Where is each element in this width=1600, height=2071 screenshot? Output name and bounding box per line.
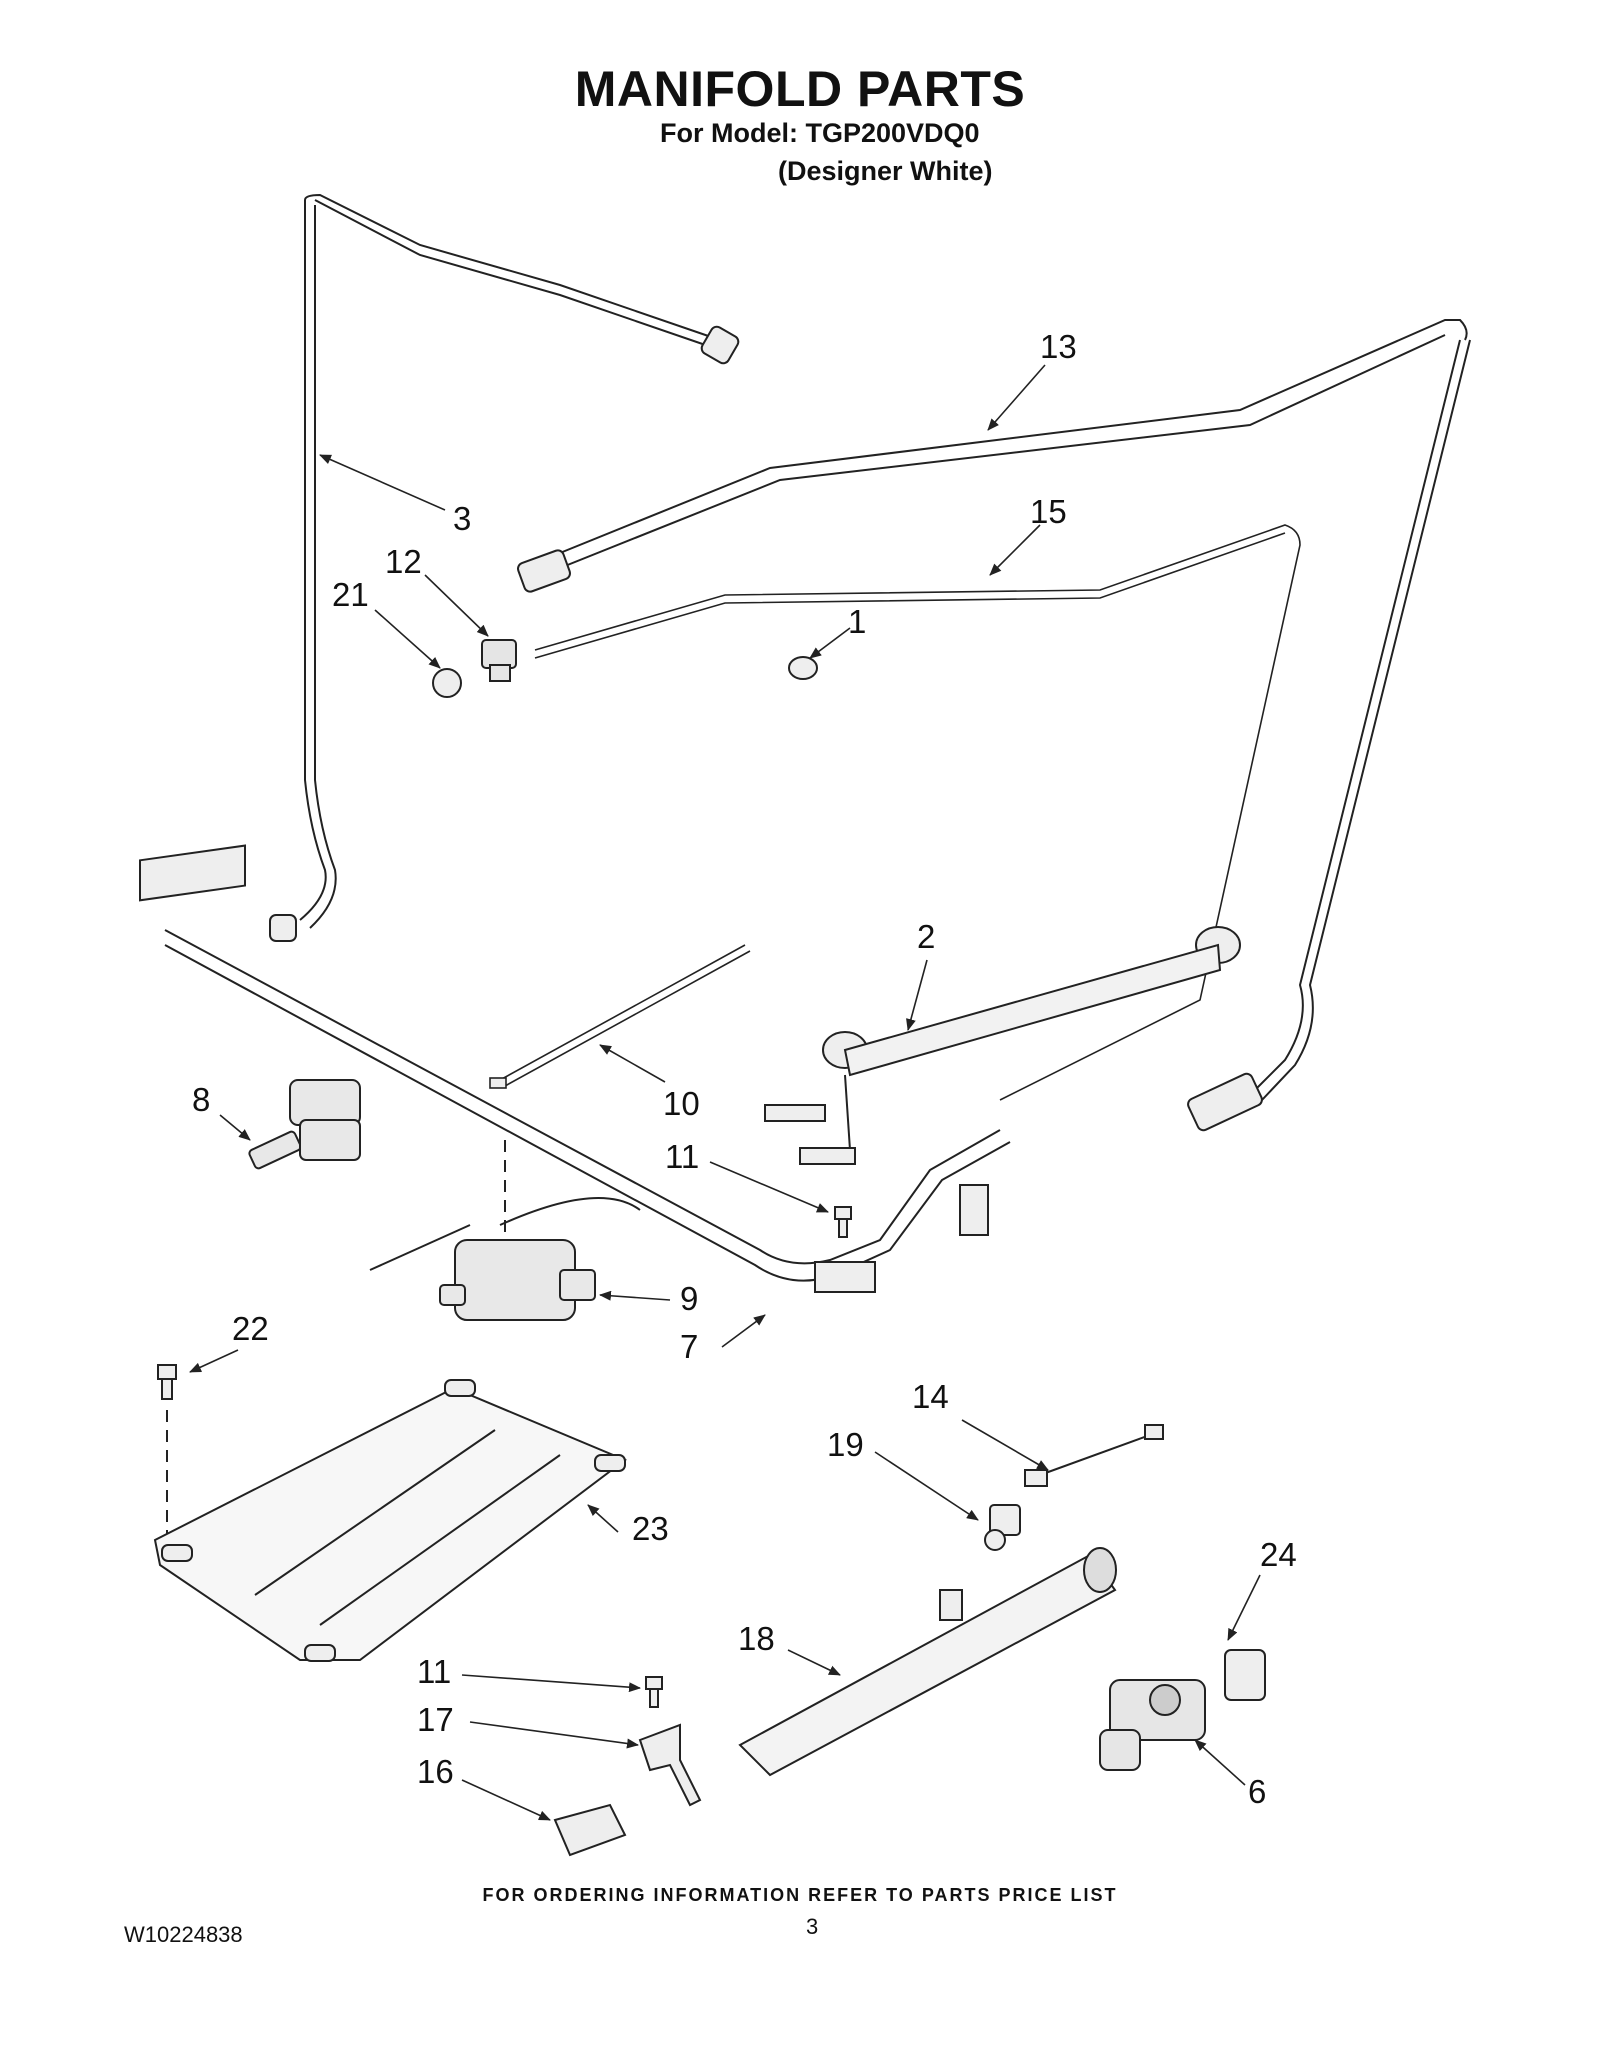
part-11-screw-lower [645,1676,663,1708]
part-17-bracket [638,1723,702,1807]
leader-2 [906,959,928,1031]
leader-18 [787,1649,841,1676]
document-number: W10224838 [124,1922,243,1947]
part-7-manifold [139,844,1011,1293]
part-8-valve [248,1079,361,1170]
part-10-wire [489,944,751,1089]
leader-11b [461,1674,641,1693]
part-19-bracket [984,1504,1021,1551]
part-18-burner-tube [738,1547,1117,1777]
callout-13: 13 [1040,328,1077,365]
part-3-tube [269,193,740,942]
leader-14 [961,1419,1049,1471]
leader-16 [461,1779,551,1821]
leader-11a [709,1161,829,1213]
leader-21 [374,609,441,669]
page-number: 3 [806,1914,819,1939]
part-15-tube [534,524,1301,1101]
callout-11-upper: 11 [665,1138,700,1175]
callout-24: 24 [1260,1536,1297,1573]
callout-18: 18 [738,1620,775,1657]
part-22-screw [157,1364,177,1400]
leader-13 [987,364,1046,431]
page-title: MANIFOLD PARTS [574,61,1026,117]
part-6-igniter [1099,1679,1206,1771]
callout-10: 10 [663,1085,700,1122]
callout-6: 6 [1248,1773,1267,1810]
leader-19 [874,1451,979,1521]
leader-10 [599,1044,666,1083]
part-23-shield [153,1379,627,1662]
ordering-note: FOR ORDERING INFORMATION REFER TO PARTS … [482,1885,1118,1905]
leader-8 [219,1114,251,1141]
callout-16: 16 [417,1753,454,1790]
part-14-sensor [1024,1424,1164,1487]
callout-14: 14 [912,1378,949,1415]
color-line: (Designer White) [778,156,993,186]
part-24-clip [1224,1649,1266,1701]
callout-15: 15 [1030,493,1067,530]
leader-23 [587,1504,619,1533]
part-21-ring [432,668,462,698]
leader-6 [1194,1739,1246,1786]
part-13-tube [517,319,1471,1132]
part-1-cap [788,656,818,680]
callout-22: 22 [232,1310,269,1347]
callout-21: 21 [332,576,369,613]
part-9-thermostat [369,1197,641,1321]
callout-12: 12 [385,543,422,580]
callout-3: 3 [453,500,472,537]
part-12-fitting [481,639,517,682]
part-2-burner [764,926,1241,1165]
callout-2: 2 [917,918,936,955]
leader-1 [809,627,851,659]
callout-1: 1 [848,603,867,640]
leader-3 [319,454,446,511]
leader-15 [989,524,1041,576]
leader-12 [424,574,489,637]
callout-8: 8 [192,1081,211,1118]
callout-19: 19 [827,1426,864,1463]
callout-11-lower: 11 [417,1653,452,1690]
part-11-screw-upper [834,1206,852,1238]
model-line: For Model: TGP200VDQ0 [660,118,980,148]
callout-17: 17 [417,1701,454,1738]
leader-22 [189,1349,239,1373]
leader-9 [599,1290,671,1301]
leader-7 [721,1314,766,1348]
part-16-clip [553,1803,627,1857]
callout-9: 9 [680,1280,699,1317]
callout-23: 23 [632,1510,669,1547]
leader-17 [469,1721,639,1749]
leader-24 [1227,1574,1261,1641]
callout-7: 7 [680,1328,699,1365]
